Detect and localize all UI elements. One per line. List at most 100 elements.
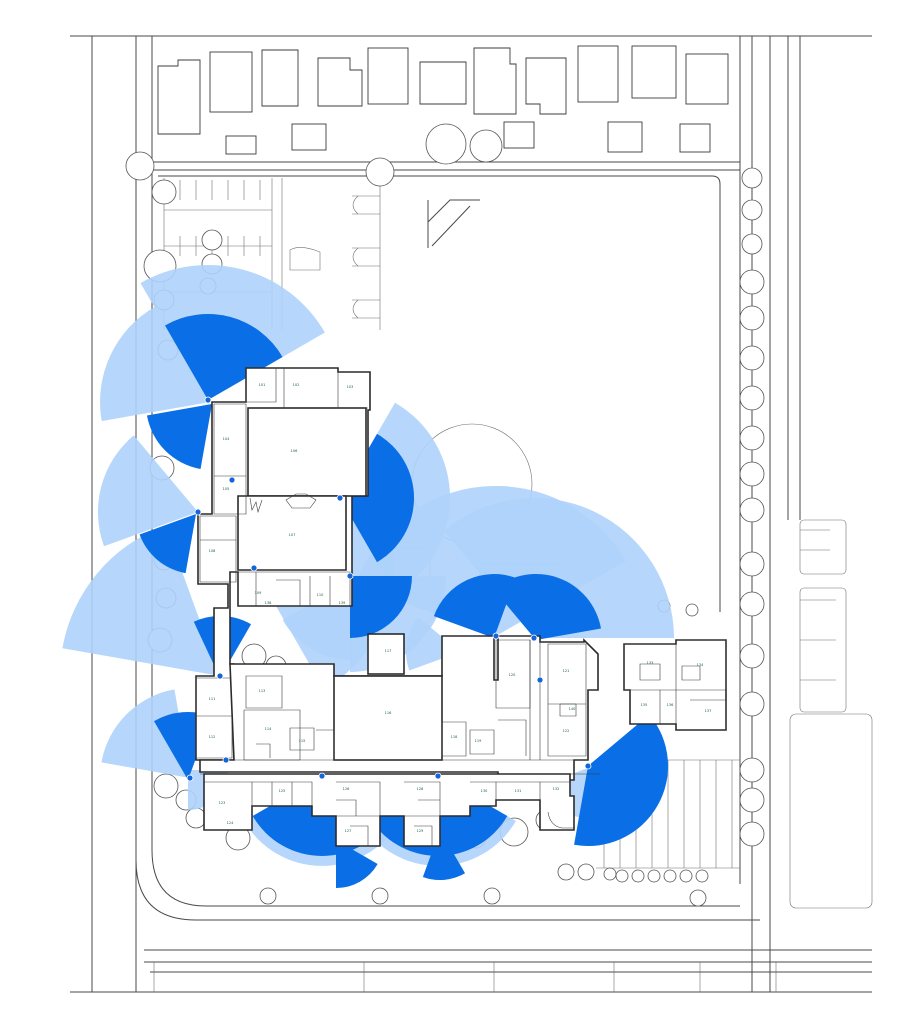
room-label: 116 [385, 711, 392, 715]
camera-coverage-far-cone [100, 306, 210, 422]
camera-coverage-near-cone [350, 576, 412, 638]
tree-icon [185, 807, 207, 829]
tree-icon [125, 151, 155, 181]
tree-icon [663, 869, 677, 883]
room-label: 127 [345, 829, 352, 833]
room-label: 136 [667, 703, 674, 707]
tree-icon [741, 233, 763, 255]
room-label: 115 [299, 739, 306, 743]
room-label: 106 [291, 449, 298, 453]
room-label: 137 [705, 709, 712, 713]
room-label: 138 [265, 601, 272, 605]
room-label: 114 [265, 727, 272, 731]
tree-icon [741, 199, 763, 221]
camera-icon[interactable] [434, 772, 442, 780]
room-label: 121 [563, 669, 570, 673]
tree-icon [365, 157, 395, 187]
room-label: 108 [209, 549, 216, 553]
room-label: 107 [289, 533, 296, 537]
room-label: 112 [209, 735, 216, 739]
room-label: 140 [569, 707, 576, 711]
camera-icon[interactable] [204, 396, 212, 404]
camera-icon[interactable] [318, 772, 326, 780]
room-label: 129 [417, 829, 424, 833]
room-label: 134 [697, 663, 704, 667]
tree-icon [631, 869, 645, 883]
camera-icon[interactable] [186, 774, 194, 782]
room-label: 132 [553, 787, 560, 791]
camera-coverage-far-cone [406, 617, 460, 671]
tree-icon [739, 425, 765, 451]
tree-icon [739, 385, 765, 411]
tree-icon [201, 229, 223, 251]
room-label: 123 [219, 801, 226, 805]
camera-icon[interactable] [216, 672, 224, 680]
tree-icon [739, 345, 765, 371]
camera-coverage-far-cone [62, 525, 221, 676]
room-labels: 101 102 103 104 105 106 107 108 109 110 111 112 113 1… [209, 383, 712, 833]
room-label: 130 [481, 789, 488, 793]
camera-icon[interactable] [194, 508, 202, 516]
tree-icon [739, 497, 765, 523]
room-label: 102 [293, 383, 300, 387]
room-label: 124 [227, 821, 234, 825]
residence-houses [157, 45, 729, 155]
tree-icon [557, 863, 575, 881]
camera-icon[interactable] [346, 572, 354, 580]
tree-icon [739, 591, 765, 617]
room-label: 125 [279, 789, 286, 793]
camera-coverage-near-cone [147, 404, 212, 469]
tree-icon [259, 887, 277, 905]
tree-icon [739, 461, 765, 487]
tree-icon [603, 867, 617, 881]
room-label: 117 [385, 649, 392, 653]
room-label: 109 [255, 591, 262, 595]
camera-icon[interactable] [536, 676, 544, 684]
room-label: 101 [259, 383, 266, 387]
tree-icon [151, 179, 177, 205]
tree-icon [739, 757, 765, 783]
tree-icon [739, 821, 765, 847]
room-label: 111 [209, 697, 216, 701]
room-label: 133 [647, 661, 654, 665]
room-label: 118 [451, 735, 458, 739]
room-label: 122 [563, 729, 570, 733]
room-label: 126 [343, 787, 350, 791]
tree-icon [695, 869, 709, 883]
camera-markers[interactable] [186, 396, 592, 782]
camera-icon[interactable] [336, 494, 344, 502]
tree-icon [739, 269, 765, 295]
tree-icon [739, 643, 765, 669]
camera-coverage-near-cone [574, 714, 669, 847]
camera-coverage-far-cone [101, 689, 190, 778]
camera-icon[interactable] [228, 476, 236, 484]
camera-coverage-near-cone [493, 573, 601, 640]
tree-icon [483, 887, 501, 905]
room-label: 135 [641, 703, 648, 707]
camera-coverage-near-cone [336, 840, 378, 889]
tree-icon [685, 603, 699, 617]
room-label: 105 [223, 487, 230, 491]
room-label: 104 [223, 437, 230, 441]
camera-icon[interactable] [250, 564, 258, 572]
tree-icon [153, 773, 179, 799]
tree-icon [739, 691, 765, 717]
camera-icon[interactable] [584, 762, 592, 770]
room-label: 120 [509, 673, 516, 677]
camera-icon[interactable] [222, 756, 230, 764]
east-building [623, 639, 727, 731]
room-label: 103 [347, 385, 354, 389]
tree-icon [741, 167, 763, 189]
room-label: 110 [317, 593, 324, 597]
room-label: 113 [259, 689, 266, 693]
tree-icon [577, 863, 595, 881]
tree-icon [425, 123, 467, 165]
tree-icon [739, 305, 765, 331]
tree-icon [679, 869, 693, 883]
camera-coverage-near-cone [139, 514, 196, 574]
tree-icon [371, 887, 389, 905]
camera-icon[interactable] [530, 634, 538, 642]
camera-icon[interactable] [492, 632, 500, 640]
tree-icon [739, 551, 765, 577]
